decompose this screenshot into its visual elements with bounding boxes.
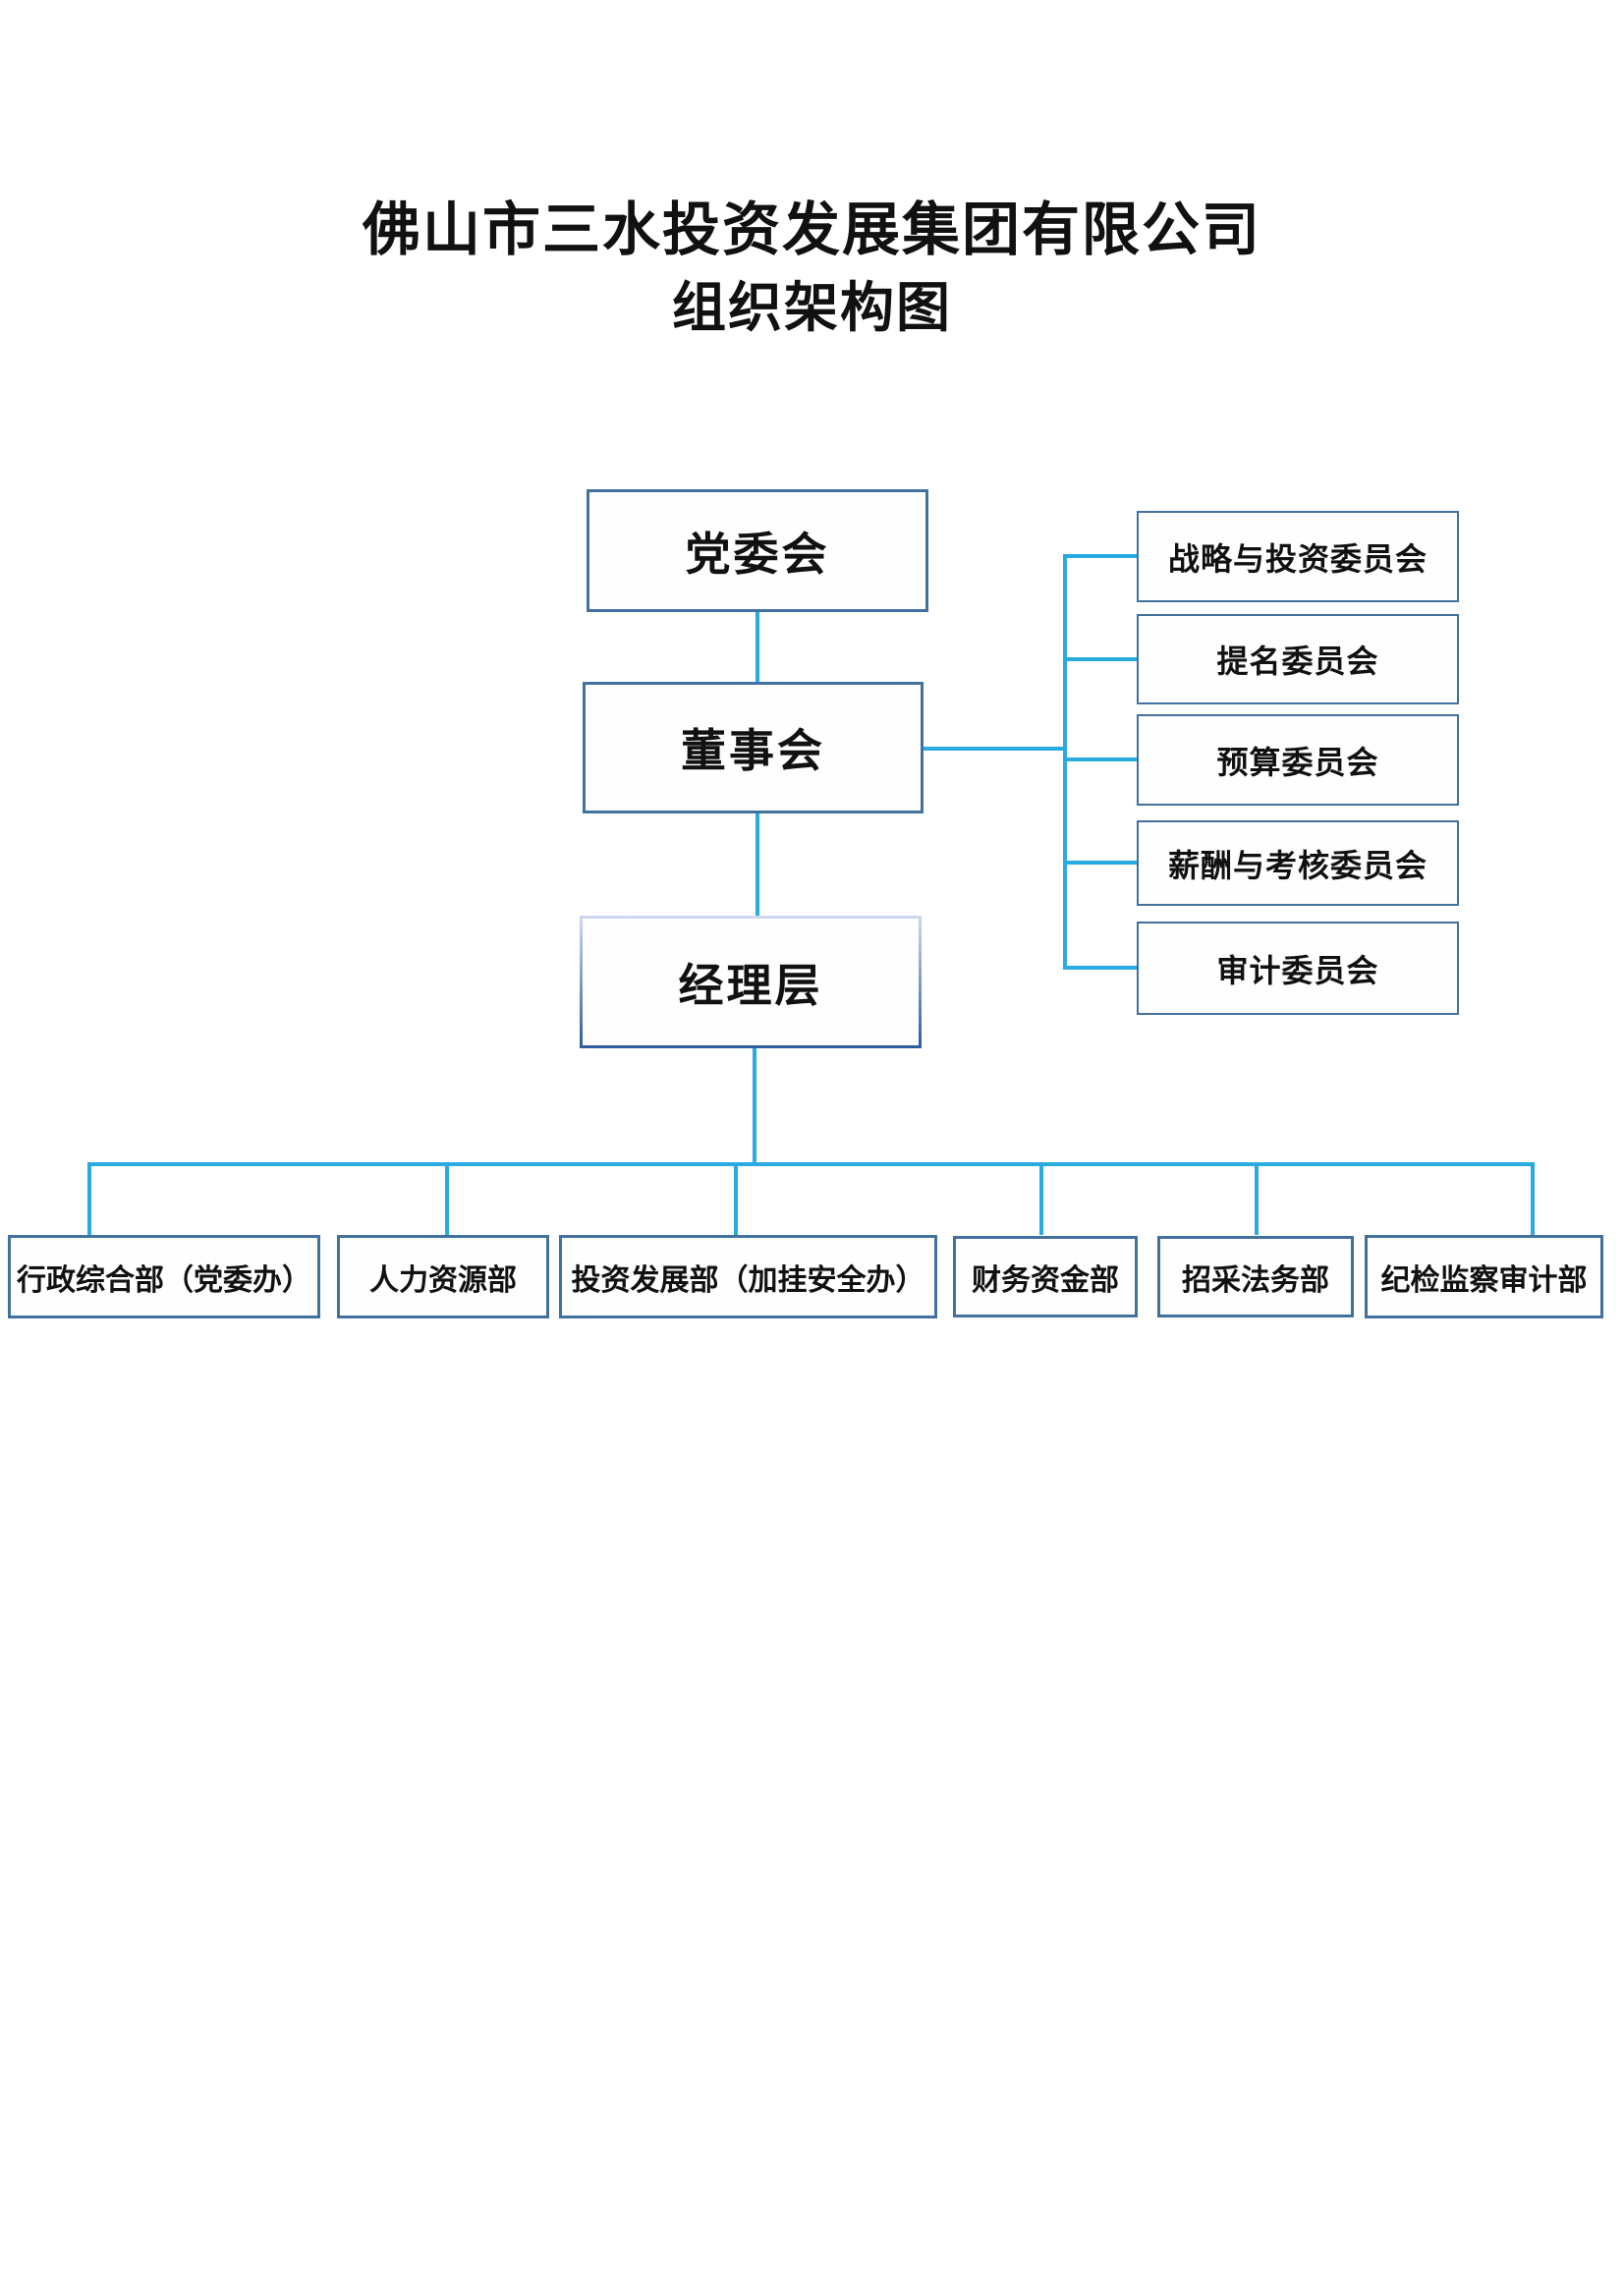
node-committee-remuneration-assessment: 薪酬与考核委员会 xyxy=(1137,820,1459,906)
node-dept-finance-treasury: 财务资金部 xyxy=(953,1236,1138,1317)
committee-stub-5 xyxy=(1065,966,1138,970)
connector-party-to-board xyxy=(756,612,759,683)
node-board-label: 董事会 xyxy=(681,726,825,776)
page-title: 佛山市三水投资发展集团有限公司 组织架构图 xyxy=(0,197,1624,338)
node-party-committee: 党委会 xyxy=(587,489,928,612)
chart-subtitle: 组织架构图 xyxy=(671,278,952,338)
committee-trunk-vertical xyxy=(1063,554,1067,970)
node-dept-admin-general: 行政综合部（党委办） xyxy=(8,1235,320,1318)
node-committee-budget: 预算委员会 xyxy=(1137,714,1459,806)
committee-label: 薪酬与考核委员会 xyxy=(1167,847,1428,883)
connector-management-to-dept-trunk xyxy=(753,1048,756,1166)
node-management: 经理层 xyxy=(580,916,922,1048)
node-dept-investment-development: 投资发展部（加挂安全办） xyxy=(559,1235,937,1318)
committee-stub-2 xyxy=(1065,657,1138,661)
connector-board-to-committee-trunk xyxy=(924,747,1067,751)
node-committee-nomination: 提名委员会 xyxy=(1137,614,1459,704)
dept-drop-5 xyxy=(1255,1162,1259,1235)
dept-label: 纪检监察审计部 xyxy=(1380,1263,1588,1297)
dept-drop-1 xyxy=(87,1162,91,1235)
node-committee-audit: 审计委员会 xyxy=(1137,922,1459,1015)
committee-stub-4 xyxy=(1065,861,1138,865)
node-dept-discipline-inspection-audit: 纪检监察审计部 xyxy=(1365,1235,1603,1318)
dept-drop-2 xyxy=(445,1162,449,1235)
node-management-label: 经理层 xyxy=(678,960,823,1011)
node-party-committee-label: 党委会 xyxy=(685,529,830,580)
committee-label: 审计委员会 xyxy=(1216,952,1379,988)
dept-drop-6 xyxy=(1531,1162,1535,1235)
committee-label: 预算委员会 xyxy=(1216,744,1379,780)
committee-stub-1 xyxy=(1065,554,1138,558)
committee-label: 提名委员会 xyxy=(1216,644,1379,679)
committee-stub-3 xyxy=(1065,757,1138,761)
committee-label: 战略与投资委员会 xyxy=(1167,540,1428,577)
dept-label: 财务资金部 xyxy=(972,1263,1119,1297)
dept-drop-3 xyxy=(734,1162,738,1235)
dept-label: 人力资源部 xyxy=(369,1263,517,1297)
dept-drop-4 xyxy=(1039,1162,1043,1235)
node-board: 董事会 xyxy=(583,682,924,813)
company-name-title: 佛山市三水投资发展集团有限公司 xyxy=(362,197,1261,262)
dept-label: 投资发展部（加挂安全办） xyxy=(571,1263,925,1297)
dept-trunk-horizontal xyxy=(87,1162,1535,1166)
dept-label: 行政综合部（党委办） xyxy=(17,1263,311,1297)
connector-board-to-management xyxy=(756,813,759,917)
node-committee-strategy-investment: 战略与投资委员会 xyxy=(1137,511,1459,602)
node-dept-procurement-legal: 招采法务部 xyxy=(1157,1236,1354,1317)
dept-label: 招采法务部 xyxy=(1182,1263,1329,1297)
node-dept-human-resources: 人力资源部 xyxy=(337,1235,549,1318)
